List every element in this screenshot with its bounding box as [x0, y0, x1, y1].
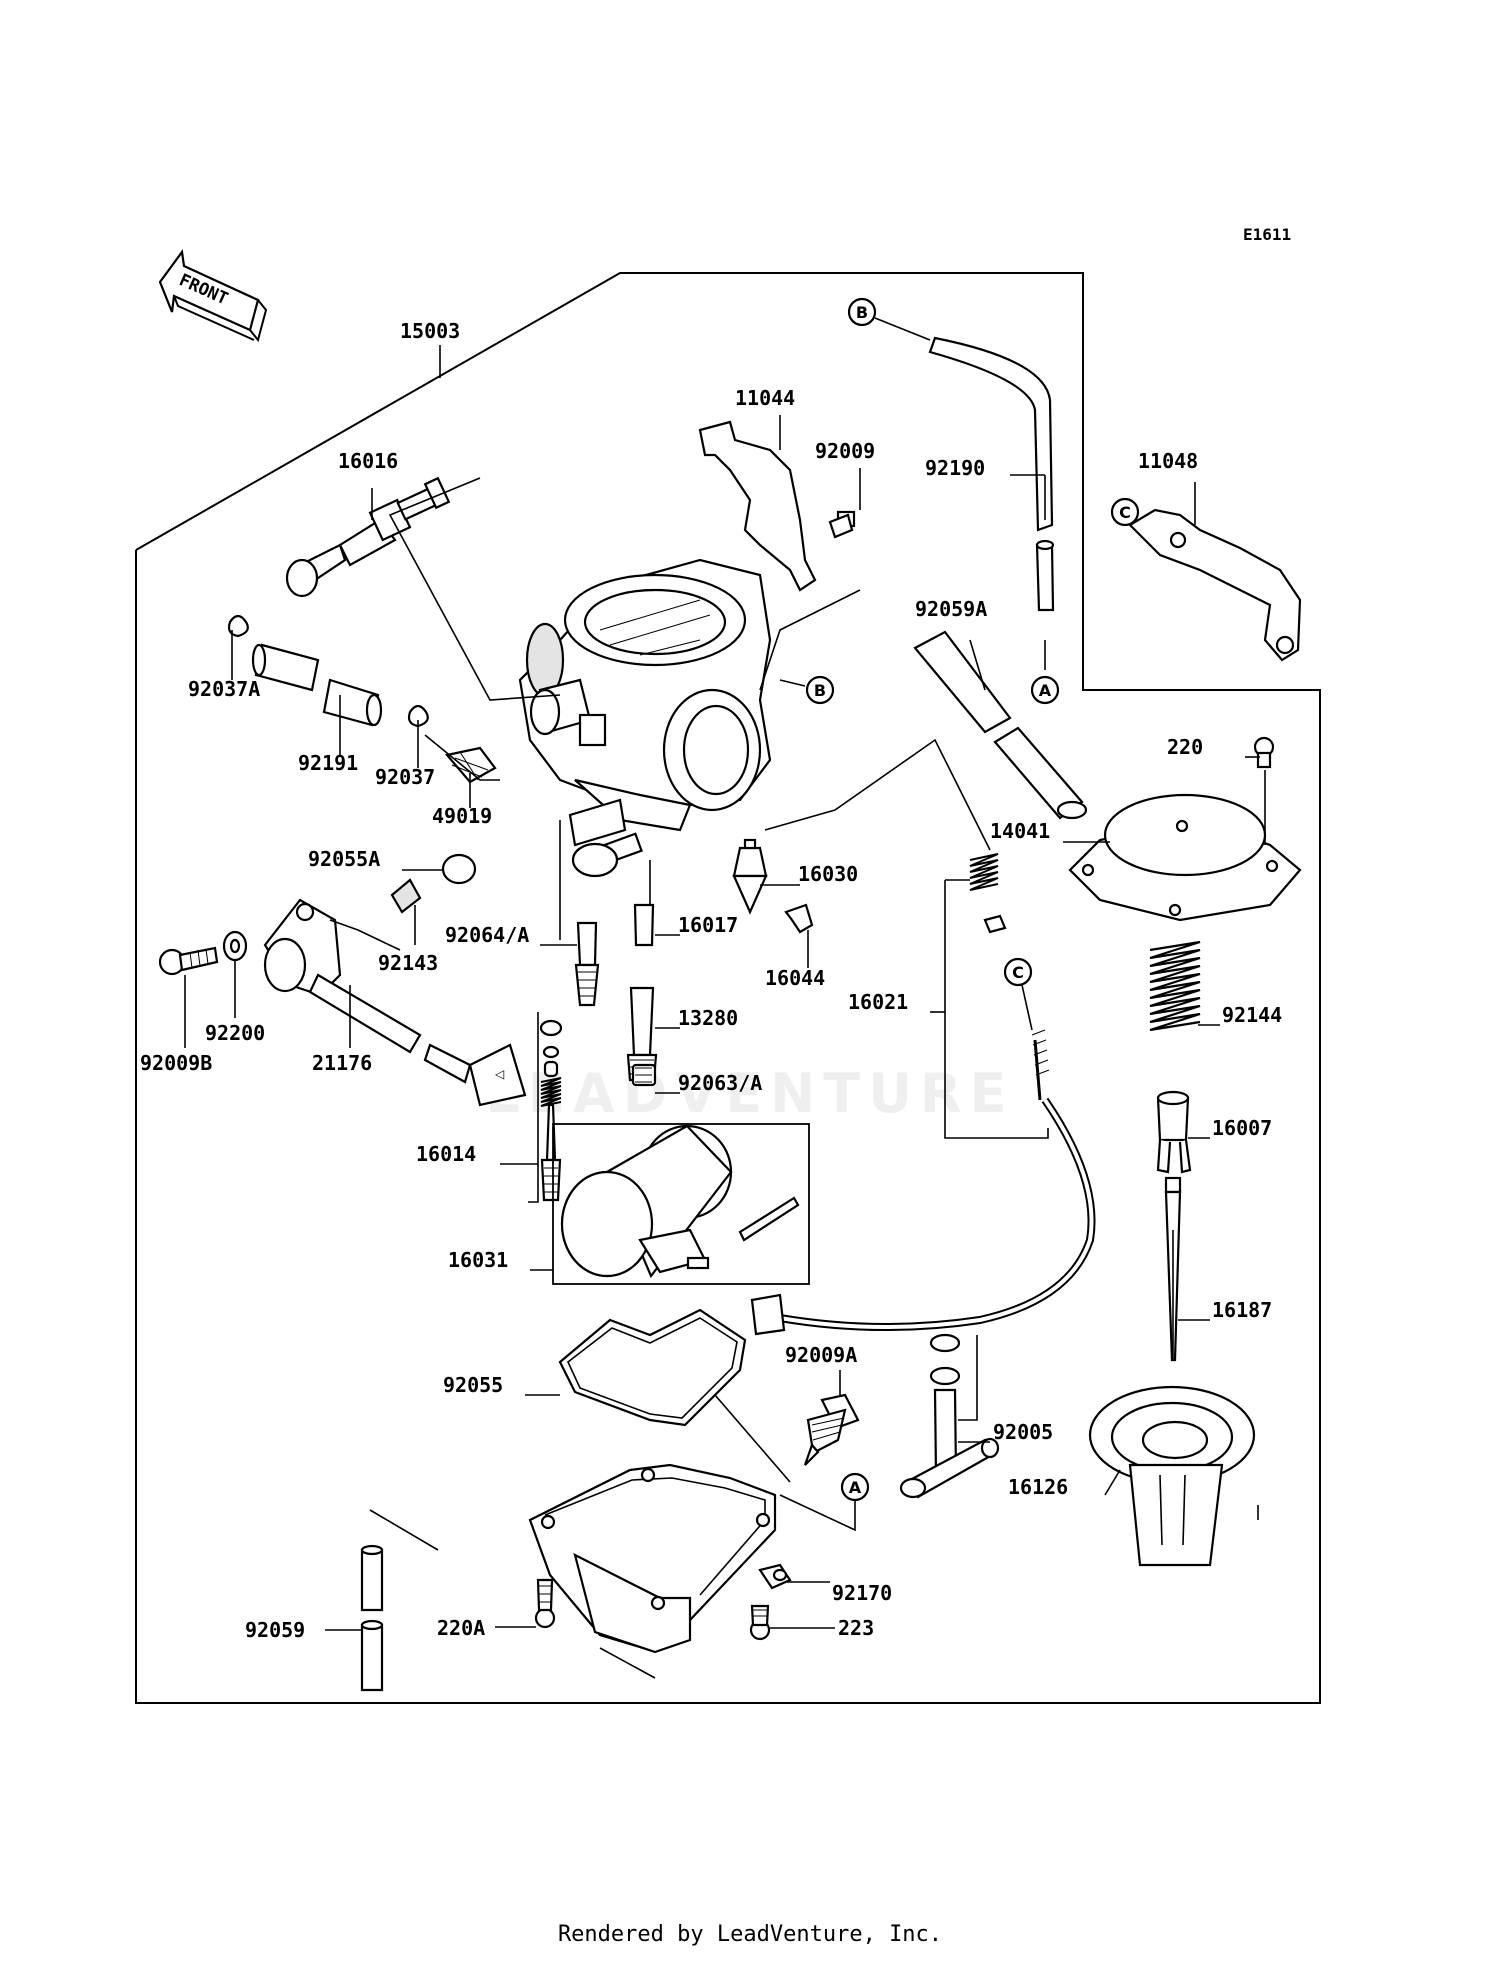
cap-92143	[390, 878, 422, 914]
clip-92037A	[227, 614, 249, 638]
svg-text:A: A	[849, 1478, 862, 1497]
part-label-92009B: 92009B	[140, 1051, 212, 1075]
pilot-screw-set-16014	[539, 1019, 563, 1202]
part-label-16044: 16044	[765, 966, 825, 990]
part-label-49019: 49019	[432, 804, 492, 828]
svg-text:C: C	[1119, 503, 1131, 522]
part-label-16126: 16126	[1008, 1475, 1068, 1499]
part-label-92063A: 92063/A	[678, 1071, 762, 1095]
throttle-cable	[750, 1029, 1096, 1336]
part-label-92009A: 92009A	[785, 1343, 857, 1367]
part-label-16021: 16021	[848, 990, 908, 1014]
watermark: LEADVENTURE	[486, 1062, 1015, 1125]
part-label-16187: 16187	[1212, 1298, 1272, 1322]
part-label-16031: 16031	[448, 1248, 508, 1272]
assembly-frame	[135, 272, 1321, 1704]
part-label-92059: 92059	[245, 1618, 305, 1642]
part-label-11048: 11048	[1138, 449, 1198, 473]
clip-16044	[784, 903, 814, 934]
marker-a-right: A	[1030, 675, 1060, 705]
part-label-16030: 16030	[798, 862, 858, 886]
part-label-21176: 21176	[312, 1051, 372, 1075]
part-label-92055A: 92055A	[308, 847, 380, 871]
spring-16021	[969, 853, 1007, 934]
marker-c-cable: C	[1003, 957, 1033, 1031]
part-label-92064A: 92064/A	[445, 923, 529, 947]
part-label-220: 220	[1167, 735, 1203, 759]
screw-92064A	[574, 921, 600, 1007]
leader-lines	[184, 345, 1266, 1679]
svg-text:B: B	[814, 681, 826, 700]
washer-92200	[222, 930, 248, 962]
marker-c-bracket: C	[1110, 497, 1140, 527]
part-label-92037A: 92037A	[188, 677, 260, 701]
part-label-15003: 15003	[400, 319, 460, 343]
hose-92191	[251, 643, 383, 727]
marker-b-mid: B	[779, 675, 835, 705]
spring-92144	[1149, 940, 1201, 1032]
clamp-92170	[758, 1563, 792, 1590]
part-label-11044: 11044	[735, 386, 795, 410]
fitting-92005	[899, 1333, 1000, 1499]
svg-text:C: C	[1012, 963, 1024, 982]
part-label-92144: 92144	[1222, 1003, 1282, 1027]
hose-92059A	[913, 630, 1088, 820]
part-label-16007: 16007	[1212, 1116, 1272, 1140]
part-label-220A: 220A	[437, 1616, 485, 1640]
part-label-16017: 16017	[678, 913, 738, 937]
part-label-16016: 16016	[338, 449, 398, 473]
needle-16187	[1164, 1176, 1182, 1362]
diaphragm-16126	[1088, 1385, 1256, 1567]
part-label-92055: 92055	[443, 1373, 503, 1397]
float-16031	[552, 1123, 810, 1285]
svg-text:A: A	[1039, 681, 1052, 700]
sensor-21176: ◁	[263, 898, 527, 1107]
marker-a-bottom: A	[840, 1472, 870, 1502]
screw-92009A	[803, 1393, 860, 1466]
diagram-code: E1611	[1243, 225, 1291, 244]
part-label-92190: 92190	[925, 456, 985, 480]
svg-text:◁: ◁	[494, 1067, 504, 1081]
part-label-223: 223	[838, 1616, 874, 1640]
part-label-92037: 92037	[375, 765, 435, 789]
part-label-92009: 92009	[815, 439, 875, 463]
bracket-11044	[698, 420, 817, 592]
jet-92063A	[631, 1063, 657, 1087]
holder-16007	[1156, 1090, 1192, 1174]
hose-92059	[360, 1544, 384, 1692]
filter-49019	[444, 746, 497, 784]
screw-220A	[534, 1578, 556, 1629]
jet-16017	[633, 903, 655, 947]
float-bowl	[528, 1463, 777, 1654]
part-label-92191: 92191	[298, 751, 358, 775]
carburetor-body	[518, 558, 772, 878]
part-labels: 15003 16016 11044 92009 92190 11048 9203…	[140, 319, 1282, 1642]
front-arrow-icon: FRONT	[158, 249, 268, 343]
gasket-92055	[558, 1308, 747, 1427]
svg-text:B: B	[856, 303, 868, 322]
bracket-11048	[1128, 508, 1302, 662]
part-label-13280: 13280	[678, 1006, 738, 1030]
screw-220	[1253, 736, 1275, 769]
float-valve-16030	[732, 838, 768, 915]
marker-b-top: B	[847, 297, 931, 341]
screw-92009	[828, 510, 856, 539]
clip-92037	[407, 704, 429, 728]
part-label-92059A: 92059A	[915, 597, 987, 621]
part-label-92200: 92200	[205, 1021, 265, 1045]
screw-92009B	[158, 946, 219, 976]
part-label-14041: 14041	[990, 819, 1050, 843]
screw-223	[749, 1604, 771, 1641]
hose-92190	[928, 336, 1055, 612]
part-label-16014: 16014	[416, 1142, 476, 1166]
footer-credit: Rendered by LeadVenture, Inc.	[557, 1922, 943, 1947]
part-label-92143: 92143	[378, 951, 438, 975]
oring-92055A	[441, 853, 477, 885]
part-label-92170: 92170	[832, 1581, 892, 1605]
part-label-92005: 92005	[993, 1420, 1053, 1444]
